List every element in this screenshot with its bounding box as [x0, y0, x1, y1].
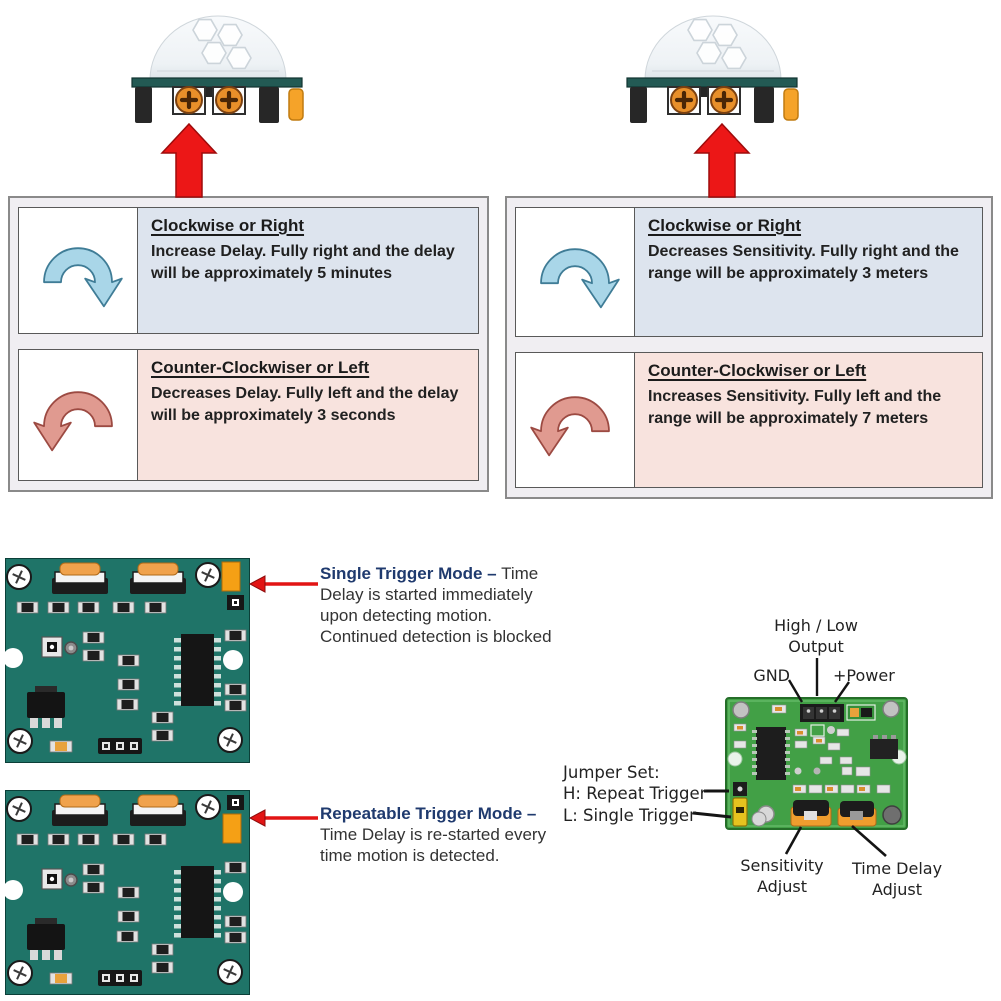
- table-row: Clockwise or Right Decreases Sensitivity…: [515, 207, 983, 337]
- row-title: Counter-Clockwiser or Left: [151, 358, 370, 378]
- red-left-arrow-single-trigger: [248, 575, 318, 593]
- table-row: Clockwise or Right Increase Delay. Fully…: [18, 207, 479, 335]
- counter-clockwise-arrow-icon: [33, 391, 113, 452]
- icon-cell: [516, 208, 635, 336]
- red-up-arrow-right: [693, 122, 751, 198]
- small-ic: [870, 735, 898, 759]
- row-body: Decreases Sensitivity. Fully right and t…: [648, 243, 959, 283]
- gnd-pin-label: GND: [753, 666, 790, 685]
- diode-cluster: [846, 704, 876, 721]
- output-pin-label: High / Low Output: [774, 616, 858, 656]
- icon-cell: [516, 353, 635, 487]
- time-delay-adjust-label: Time Delay Adjust: [851, 859, 943, 899]
- pcb-illustration-repeatable-trigger: [5, 790, 250, 995]
- mode-jumper: [732, 782, 767, 827]
- annotation-title: Single Trigger Mode –: [320, 564, 497, 583]
- sensitivity-table: Clockwise or Right Decreases Sensitivity…: [505, 196, 993, 499]
- table-row: Counter-Clockwiser or Left Increases Sen…: [515, 352, 983, 488]
- counter-clockwise-arrow-icon: [530, 396, 610, 457]
- trigger-jumper-low: [222, 795, 244, 844]
- annotation-body: Time Delay is re-started every time moti…: [320, 825, 547, 866]
- annotation-body: Time Delay is started immediately upon d…: [320, 564, 552, 647]
- table-row: Counter-Clockwiser or Left Decreases Del…: [18, 349, 479, 481]
- row-title: Counter-Clockwiser or Left: [648, 361, 867, 380]
- table-cell: Counter-Clockwiser or Left Decreases Del…: [138, 350, 478, 480]
- table-cell: Clockwise or Right Decreases Sensitivity…: [635, 208, 982, 336]
- sensitivity-trimpot: [790, 800, 832, 827]
- red-left-arrow-repeatable-trigger: [248, 809, 318, 827]
- row-title: Clockwise or Right: [151, 216, 305, 235]
- clockwise-arrow-icon: [540, 248, 620, 309]
- row-body: Increase Delay. Fully right and the dela…: [151, 243, 455, 283]
- smd-components: [733, 704, 891, 794]
- pcb-photo-pinout: [725, 697, 908, 830]
- table-cell: Clockwise or Right Increase Delay. Fully…: [138, 208, 478, 334]
- time-delay-table: Clockwise or Right Increase Delay. Fully…: [8, 196, 489, 492]
- table-cell: Counter-Clockwiser or Left Increases Sen…: [635, 353, 982, 487]
- pin-header-3pin: [800, 704, 844, 722]
- annotation-title: Repeatable Trigger Mode –: [320, 804, 537, 823]
- ic-chip: [752, 727, 790, 780]
- row-title: Clockwise or Right: [648, 216, 802, 235]
- icon-cell: [19, 350, 138, 480]
- red-up-arrow-left: [160, 122, 218, 198]
- row-body: Increases Sensitivity. Fully left and th…: [648, 388, 942, 428]
- pir-sensor-illustration-right: [622, 8, 802, 128]
- clockwise-arrow-icon: [43, 246, 123, 307]
- time-delay-trimpot: [837, 801, 877, 827]
- icon-cell: [19, 208, 138, 334]
- pir-sensor-illustration-left: [127, 8, 307, 128]
- row-body: Decreases Delay. Fully left and the dela…: [151, 385, 459, 425]
- repeatable-trigger-annotation: Repeatable Trigger Mode – Time Delay is …: [320, 803, 572, 866]
- jumper-set-label: Jumper Set: H: Repeat Trigger L: Single …: [563, 763, 707, 825]
- trigger-jumper-high: [221, 561, 244, 610]
- pcb-illustration-single-trigger: [5, 558, 250, 763]
- sensitivity-adjust-label: Sensitivity Adjust: [740, 856, 824, 896]
- power-pin-label: +Power: [833, 666, 895, 685]
- single-trigger-annotation: Single Trigger Mode – Time Delay is star…: [320, 563, 570, 647]
